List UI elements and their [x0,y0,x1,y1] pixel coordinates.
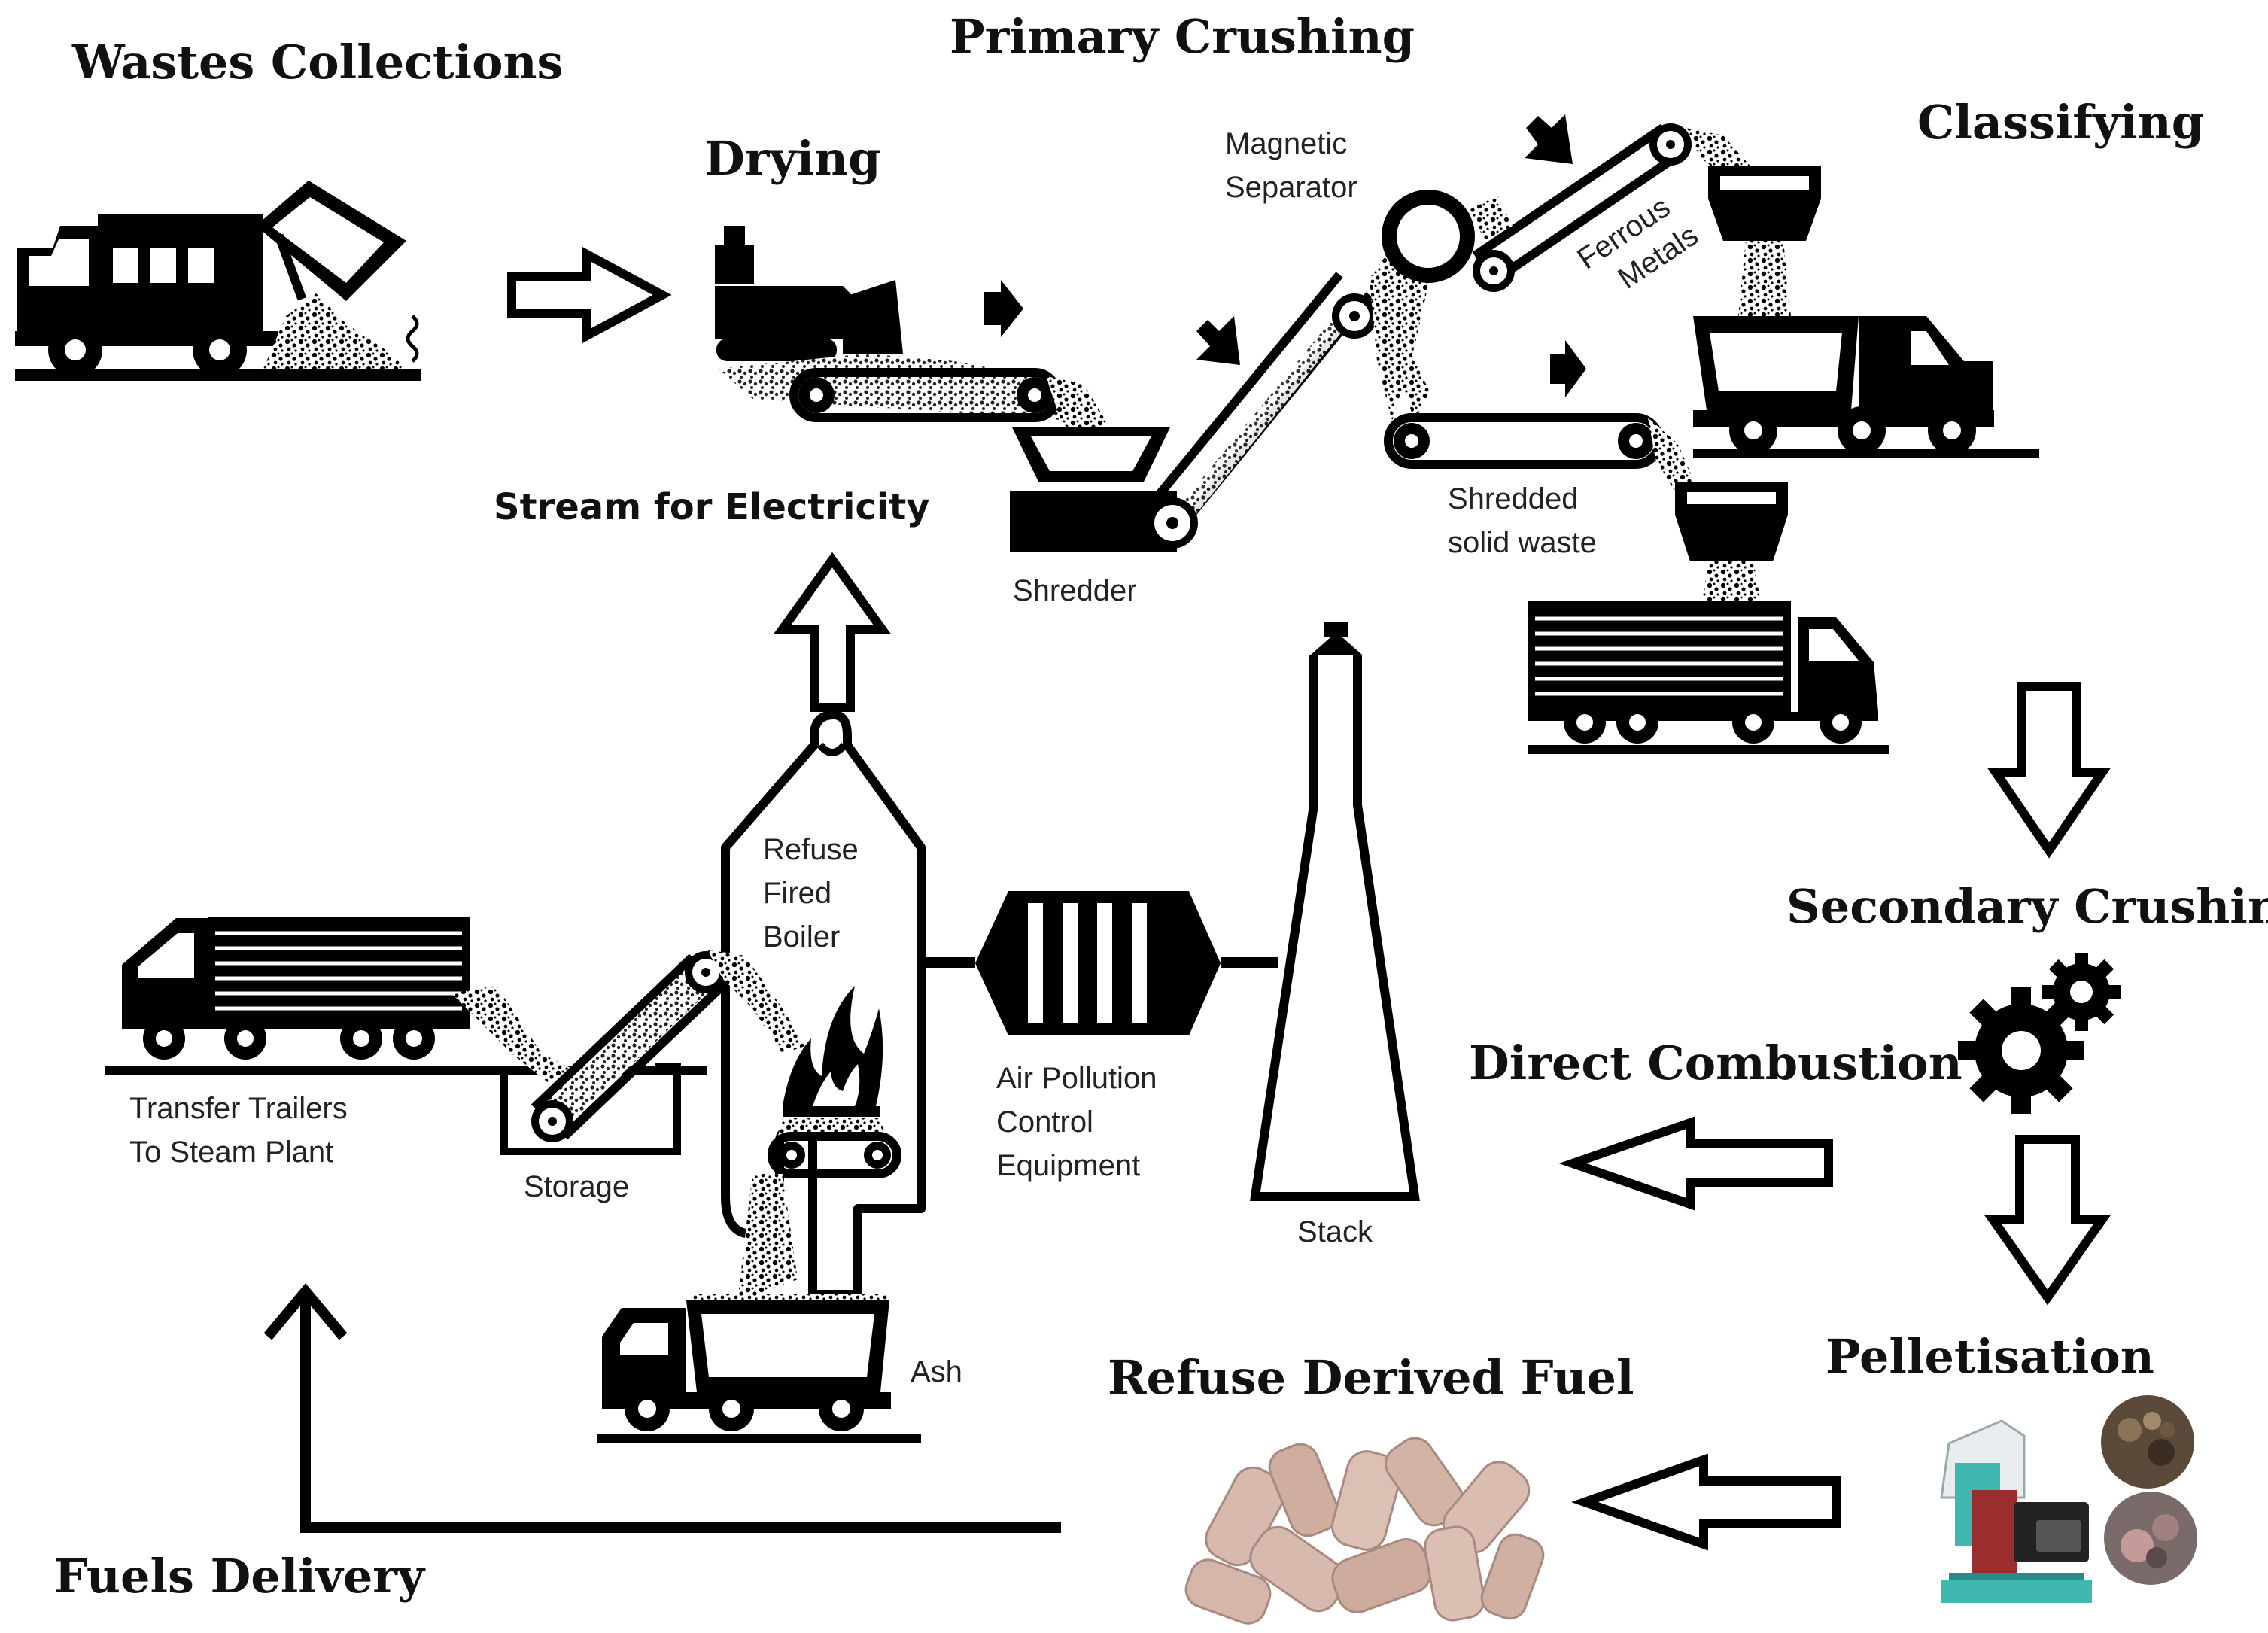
pellet-sample-icon [2104,1492,2197,1585]
secondary-crushing-title: Secondary Crushing [1786,879,2268,934]
shredded-trailer-truck-icon [1528,601,1889,754]
duct-apc-stack [1221,957,1278,968]
fire-icon [778,986,885,1136]
ash-label: Ash [911,1355,962,1388]
shredded-hopper-icon [1675,482,1788,602]
ash-stream [737,1174,798,1302]
ferrous-dump-truck-icon [1693,316,2039,458]
boiler-grate-conveyor [768,1132,901,1178]
arrow-to-secondary-crushing-icon [1987,682,2111,859]
flow-arrow-3-icon [1525,114,1573,164]
drying-title: Drying [704,131,880,186]
duct-boiler-apc [923,957,975,968]
air-pollution-control-icon [975,891,1221,1035]
storage-label: Storage [524,1170,629,1203]
fuels-delivery-line [300,1294,1061,1533]
stack-label: Stack [1297,1215,1373,1248]
drying-conveyor [789,368,1106,444]
trailer-unload-stream [451,986,572,1084]
ash-truck-icon [597,1294,921,1443]
arrow-to-rdf-icon [1571,1453,1841,1551]
transfer-trailers-label: Transfer Trailers To Steam Plant [129,1092,356,1169]
garbage-truck-icon [15,181,421,381]
raw-material-sample-icon [2101,1395,2194,1489]
magnetic-separator-icon [1382,190,1475,283]
pelletisation-title: Pelletisation [1826,1329,2154,1384]
ferrous-metals-label: Ferrous Metals [1571,186,1704,309]
shredded-solid-waste-label: Shredded solid waste [1448,482,1597,559]
arrow-to-steam-plant-icon [1558,1116,1833,1211]
flow-arrow-4-icon [1550,340,1586,397]
wastes-collections-title: Wastes Collections [71,35,563,90]
direct-combustion-title: Direct Combustion [1469,1035,1962,1090]
ferrous-hopper-icon [1708,166,1821,316]
primary-crushing-title: Primary Crushing [950,9,1415,64]
refuse-fired-boiler-label: Refuse Fired Boiler [763,833,867,953]
arrow-to-pelletisation-icon [1984,1135,2111,1306]
pellet-machine-icon [1940,1419,2092,1603]
stream-for-electricity-title: Stream for Electricity [494,486,930,528]
storage-conveyor [531,950,805,1142]
arrow-stream-electricity-icon [774,552,891,712]
fuels-delivery-title: Fuels Delivery [54,1549,426,1604]
refuse-derived-fuel-title: Refuse Derived Fuel [1108,1350,1634,1405]
flow-arrow-2-icon [1196,316,1240,365]
magnetic-separator-label: Magnetic Separator [1225,127,1357,204]
classifying-title: Classifying [1917,95,2204,150]
gears-icon [1958,953,2121,1114]
air-pollution-control-label: Air Pollution Control Equipment [996,1062,1166,1182]
shredder-label: Shredder [1013,574,1137,607]
ferrous-conveyor [1467,123,1753,292]
storage-pit-icon [500,1063,681,1155]
stack-icon [1250,622,1420,1201]
material-stream-2 [1377,256,1430,421]
shredded-waste-conveyor [1384,413,1701,497]
fuels-delivery-arrowhead-icon [263,1283,348,1340]
rdf-pellets-icon [1184,1437,1545,1625]
incline-conveyor-1 [1147,272,1377,549]
flow-arrow-1-icon [984,280,1023,337]
arrow-to-drying-icon [507,246,672,344]
bulldozer-icon [715,226,1084,421]
